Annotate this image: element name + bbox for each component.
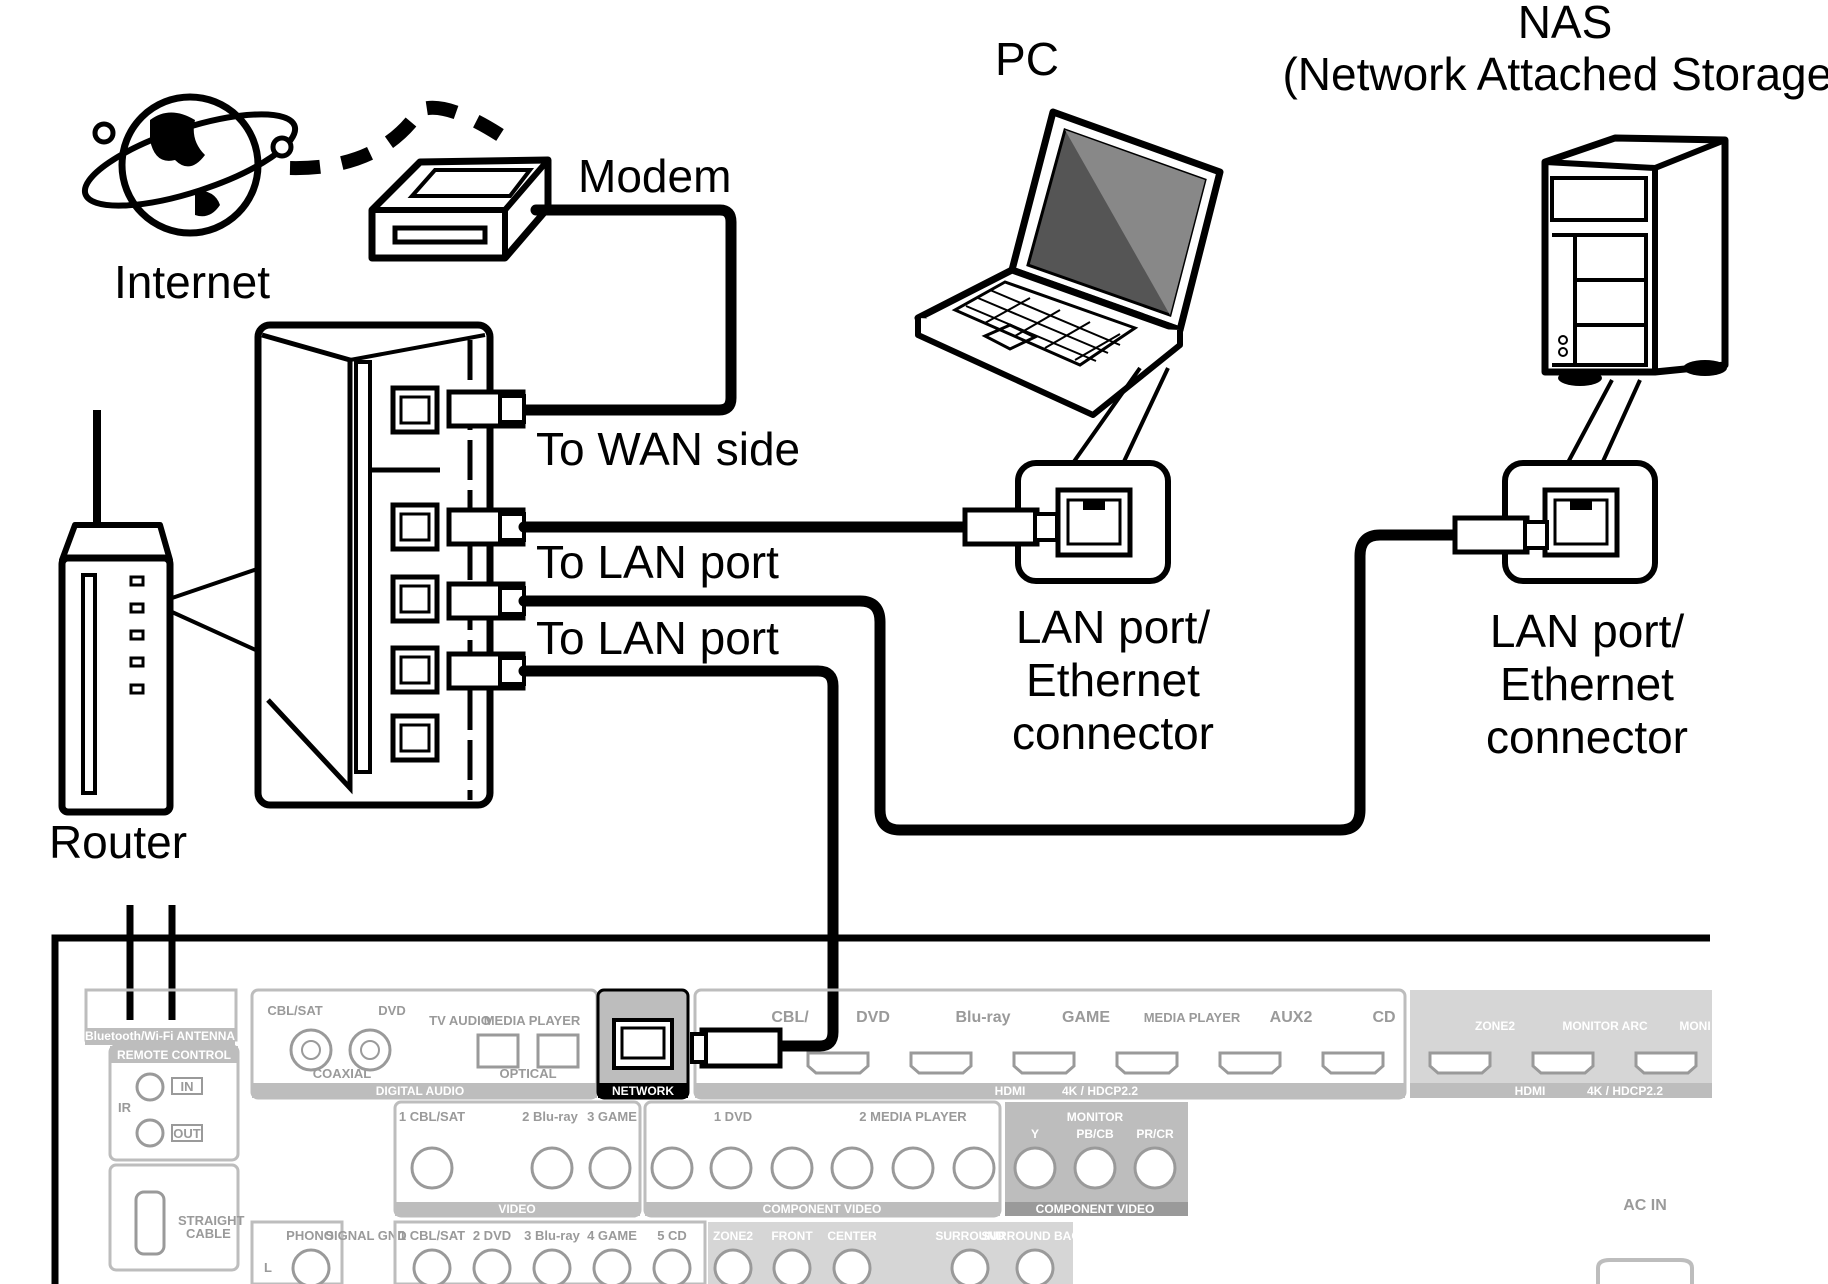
avr-plug	[690, 1027, 783, 1069]
plug-lan-pc	[446, 507, 526, 547]
cv-1: 1 DVD	[714, 1109, 752, 1124]
signal-gnd-label: SIGNAL GND	[325, 1228, 406, 1243]
hdmi-in-label: HDMI	[995, 1084, 1026, 1098]
cv-in-label: COMPONENT VIDEO	[763, 1202, 882, 1216]
globe-icon	[81, 93, 299, 237]
pc-port-label-1: LAN port/	[1016, 601, 1211, 653]
modem-icon	[368, 156, 552, 262]
hdmi-5: MEDIA PLAYER	[1144, 1010, 1241, 1025]
a-3: 3 Blu-ray	[524, 1228, 580, 1243]
router-icon	[58, 410, 174, 816]
to-lan-label-1: To LAN port	[536, 536, 779, 588]
hdmi-out-label: HDMI	[1515, 1084, 1546, 1098]
da-2: DVD	[378, 1003, 405, 1018]
ir-in-label: IN	[181, 1079, 194, 1094]
network-port-label: NETWORK	[612, 1084, 674, 1098]
router-port-lan-3	[390, 645, 440, 695]
pc-port-label-3: connector	[1012, 707, 1214, 759]
zone2-b: ZONE2	[713, 1229, 753, 1243]
nas-cable	[518, 529, 1461, 836]
hdmi-out-spec: 4K / HDCP2.2	[1587, 1084, 1663, 1098]
a-5: 5 CD	[657, 1228, 687, 1243]
v-2: 2 Blu-ray	[522, 1109, 578, 1124]
moni-label: MONI	[1679, 1019, 1710, 1033]
plug-lan-nas	[446, 581, 526, 621]
cv-out-pr: PR/CR	[1136, 1127, 1174, 1141]
monitor-label: MONITOR	[1067, 1110, 1124, 1124]
a-4: 4 GAME	[587, 1228, 637, 1243]
surround-back-label: SURROUND BACK	[981, 1229, 1089, 1243]
l-label: L	[264, 1260, 272, 1275]
internet-label: Internet	[114, 256, 270, 308]
nas-lan-port-zoom	[1502, 460, 1658, 584]
a-1: 1 CBL/SAT	[399, 1228, 465, 1243]
hdmi-4: GAME	[1062, 1009, 1110, 1026]
antenna-label: Bluetooth/Wi-Fi ANTENNA	[85, 1029, 235, 1043]
zone2-label: ZONE2	[1475, 1019, 1515, 1033]
optical-label: OPTICAL	[499, 1066, 556, 1081]
wan-cable	[514, 204, 737, 416]
router-port-lan-2	[390, 574, 440, 624]
nas-port-label-1: LAN port/	[1490, 605, 1685, 657]
pc-plug	[962, 507, 1059, 547]
hdmi-6: AUX2	[1270, 1009, 1313, 1026]
receiver-rear-panel: Bluetooth/Wi-Fi ANTENNA REMOTE CONTROL I…	[51, 905, 1712, 1284]
router-port-lan-4	[390, 713, 440, 763]
surround-label: SURROUND	[935, 1229, 1005, 1243]
nas-title: NAS	[1518, 0, 1613, 48]
straight-label: STRAIGHT	[178, 1213, 245, 1228]
cv-2: 2 MEDIA PLAYER	[859, 1109, 967, 1124]
v-1: 1 CBL/SAT	[399, 1109, 465, 1124]
avr-cable	[518, 665, 839, 1052]
v-3: 3 GAME	[587, 1109, 637, 1124]
pc-callout	[1066, 366, 1170, 472]
nas-port-label-3: connector	[1486, 711, 1688, 763]
hdmi-3: Blu-ray	[955, 1009, 1010, 1026]
nas-subtitle: (Network Attached Storage)	[1282, 48, 1828, 100]
hdmi-7: CD	[1372, 1009, 1395, 1026]
nas-port-label-2: Ethernet	[1500, 658, 1674, 710]
cv-out-pb: PB/CB	[1076, 1127, 1114, 1141]
cv-out-label: COMPONENT VIDEO	[1036, 1202, 1155, 1216]
monitor-arc-label: MONITOR ARC	[1562, 1019, 1648, 1033]
laptop-icon	[914, 108, 1224, 418]
remote-control-label: REMOTE CONTROL	[117, 1048, 231, 1062]
a-2: 2 DVD	[473, 1228, 511, 1243]
pc-port-label-2: Ethernet	[1026, 654, 1200, 706]
da-4: MEDIA PLAYER	[484, 1013, 581, 1028]
coaxial-label: COAXIAL	[313, 1066, 372, 1081]
zoom-callout	[171, 566, 261, 654]
hdmi-2: DVD	[856, 1009, 890, 1026]
cv-out-y: Y	[1031, 1127, 1039, 1141]
pc-label: PC	[995, 33, 1059, 85]
plug-lan-avr	[446, 651, 526, 691]
hdmi-1: CBL/	[771, 1009, 809, 1026]
nas-plug	[1452, 515, 1549, 555]
router-port-lan-1	[390, 502, 440, 552]
nas-icon	[1541, 134, 1729, 386]
da-3: TV AUDIO	[429, 1013, 491, 1028]
cable-label: CABLE	[186, 1226, 231, 1241]
to-wan-label: To WAN side	[536, 423, 800, 475]
ir-label: IR	[118, 1100, 132, 1115]
to-lan-label-2: To LAN port	[536, 612, 779, 664]
ir-out-label: OUT	[173, 1126, 201, 1141]
modem-label: Modem	[578, 150, 731, 202]
router-port-wan	[390, 385, 440, 435]
center-label: CENTER	[827, 1229, 877, 1243]
phono-label: PHONO	[286, 1228, 334, 1243]
nas-callout	[1563, 379, 1642, 469]
router-label: Router	[49, 816, 187, 868]
video-label: VIDEO	[498, 1202, 535, 1216]
pc-lan-port-zoom	[1015, 460, 1171, 584]
front-label: FRONT	[771, 1229, 813, 1243]
hdmi-in-spec: 4K / HDCP2.2	[1062, 1084, 1138, 1098]
digital-audio-label: DIGITAL AUDIO	[376, 1084, 464, 1098]
da-1: CBL/SAT	[267, 1003, 322, 1018]
plug-wan	[446, 389, 526, 429]
ac-in-label: AC IN	[1623, 1197, 1667, 1214]
